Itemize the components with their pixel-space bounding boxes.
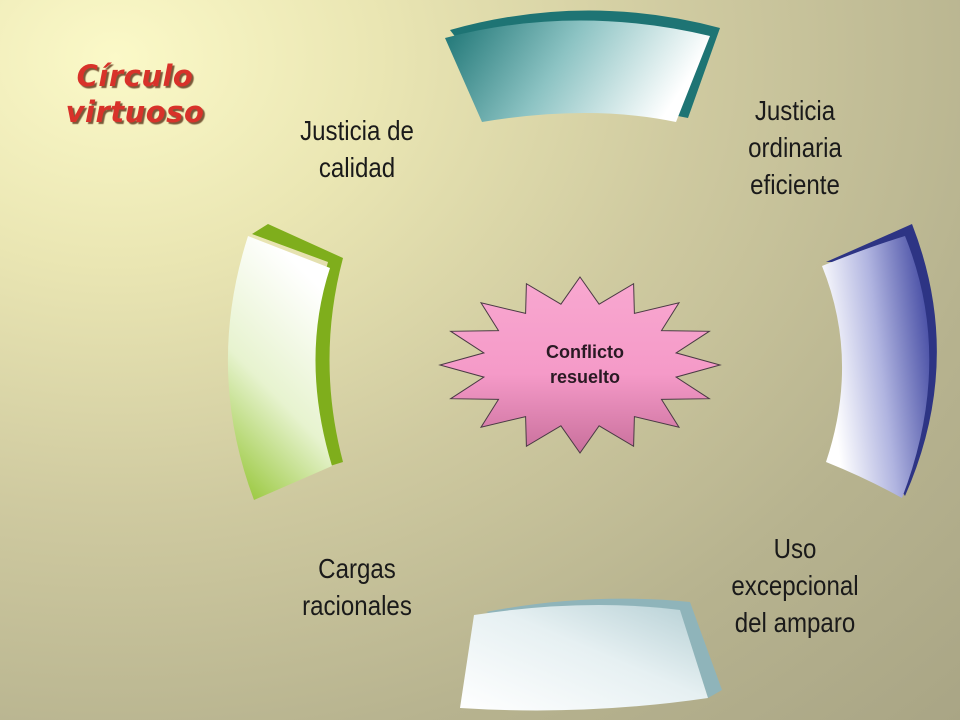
- center-label: Conflicto resuelto: [546, 342, 624, 387]
- top-arc-segment: [445, 10, 720, 122]
- stage-label-justicia-ordinaria-eficiente: Justicia ordinaria eficiente: [748, 95, 842, 200]
- center-starburst: [438, 276, 722, 454]
- left-arc-face: [227, 236, 332, 500]
- bottom-arc-face: [460, 605, 708, 711]
- top-arc-face: [445, 20, 710, 122]
- stage-label-justicia-de-calidad: Justicia de calidad: [300, 115, 414, 183]
- left-arc-edge: [252, 224, 343, 466]
- slide-title: Círculo virtuoso: [65, 59, 205, 129]
- bottom-arc-segment: [460, 598, 722, 711]
- right-arc-segment: [822, 224, 937, 498]
- right-arc-face: [822, 236, 930, 498]
- bottom-arc-edge: [486, 598, 722, 698]
- left-arc-segment: [227, 224, 343, 500]
- stage-label-uso-excepcional-del-amparo: Uso excepcional del amparo: [731, 533, 859, 638]
- stage-label-cargas-racionales: Cargas racionales: [302, 553, 412, 621]
